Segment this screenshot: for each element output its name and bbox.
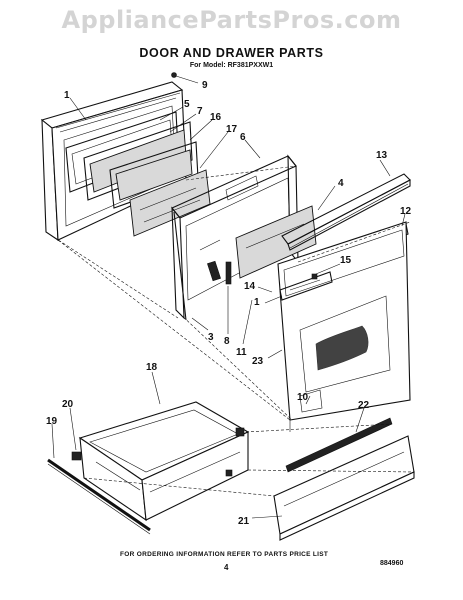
strip-3 xyxy=(173,211,187,321)
callout-1: 1 xyxy=(64,90,70,101)
callout-1-lower: 1 xyxy=(254,297,260,308)
callout-4: 4 xyxy=(338,178,344,189)
callout-15: 15 xyxy=(340,255,352,266)
watermark: AppliancePartsPros.com xyxy=(61,6,402,34)
diagram-title: DOOR AND DRAWER PARTS xyxy=(139,46,324,60)
drawer-rail-19 xyxy=(47,458,151,535)
door-trim-13 xyxy=(281,173,411,251)
callout-20: 20 xyxy=(62,399,74,410)
alignment-lines-lower xyxy=(83,423,415,497)
center-glass-4 xyxy=(235,205,317,279)
callout-7: 7 xyxy=(197,106,203,117)
callout-22: 22 xyxy=(358,400,370,411)
callout-16: 16 xyxy=(210,112,222,123)
leader-lines xyxy=(51,97,406,519)
callout-12: 12 xyxy=(400,206,412,217)
callout-13: 13 xyxy=(376,150,388,161)
drawer-18 xyxy=(78,401,250,522)
model-line: For Model: RF381PXXW1 xyxy=(189,62,274,69)
callout-21: 21 xyxy=(238,516,250,527)
inner-door-liner-23 xyxy=(277,221,411,432)
callout-6: 6 xyxy=(240,132,246,143)
screw-9 xyxy=(171,72,199,84)
callout-8: 8 xyxy=(224,336,230,347)
callout-23: 23 xyxy=(252,356,264,367)
hinge-assembly xyxy=(279,271,333,301)
page-number: 4 xyxy=(224,563,229,572)
drawer-roller-20 xyxy=(71,451,82,461)
callout-19: 19 xyxy=(46,416,58,427)
callout-11: 11 xyxy=(236,347,247,358)
alignment-lines-upper xyxy=(45,165,411,421)
ordering-note: FOR ORDERING INFORMATION REFER TO PARTS … xyxy=(120,551,329,558)
callout-17: 17 xyxy=(226,124,238,135)
callout-5: 5 xyxy=(184,99,190,110)
callout-10: 10 xyxy=(297,392,309,403)
hinge-pin-8 xyxy=(225,261,232,285)
callout-18: 18 xyxy=(146,362,158,373)
drawer-front-21 xyxy=(273,435,415,541)
callout-14: 14 xyxy=(244,281,256,292)
callouts: 1 9 5 7 16 17 6 13 4 12 15 14 1 3 8 11 2… xyxy=(46,80,412,527)
callout-3: 3 xyxy=(208,332,214,343)
callout-9: 9 xyxy=(202,80,208,91)
document-code: 884960 xyxy=(380,560,404,567)
